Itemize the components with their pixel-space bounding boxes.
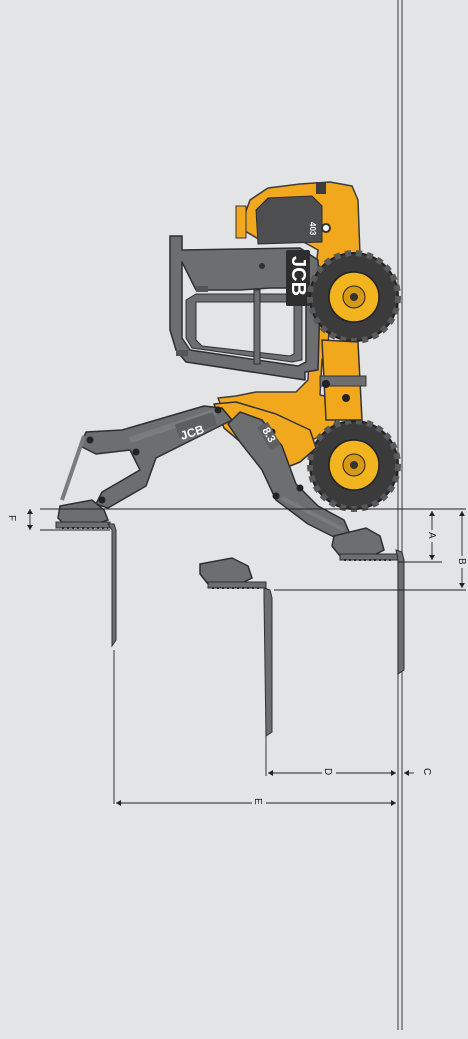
brand-logo: JCB bbox=[287, 256, 309, 296]
pivot-pin-1 bbox=[322, 380, 330, 388]
cab-hinge-top bbox=[196, 286, 208, 292]
boom-decal-plate bbox=[174, 412, 218, 438]
cab-mount-2 bbox=[316, 182, 326, 194]
cab-pillar bbox=[253, 289, 261, 365]
model-label: 403 bbox=[308, 222, 317, 236]
boom-pin-b bbox=[86, 436, 94, 444]
ground-line bbox=[397, 0, 403, 1030]
boom-pin-c bbox=[132, 448, 140, 456]
dim-label-f: F bbox=[6, 515, 17, 521]
dimension-arrows bbox=[27, 509, 465, 806]
articulation-pin bbox=[319, 375, 367, 387]
fork-carriage-raised bbox=[55, 499, 117, 648]
cab-hinge-bottom bbox=[176, 350, 188, 356]
fork-carriage-mid bbox=[199, 557, 273, 737]
cover-bolt bbox=[321, 223, 331, 233]
fork-carriage-lowered bbox=[331, 527, 405, 675]
door-handle bbox=[259, 263, 265, 269]
jcb-loader: 403 JCB bbox=[60, 181, 401, 539]
arm-decal-plate bbox=[257, 421, 281, 451]
lowered-pin-c bbox=[272, 492, 280, 500]
lowered-pin-b bbox=[296, 484, 304, 492]
lowered-cylinder bbox=[281, 496, 345, 532]
dim-label-a: A bbox=[426, 532, 437, 539]
cab-side-panel bbox=[255, 195, 323, 245]
front-wheel bbox=[307, 418, 401, 512]
pivot-pin-2 bbox=[342, 394, 350, 402]
brand-plate bbox=[286, 250, 310, 306]
cab-mount bbox=[235, 205, 247, 239]
boom-pin-a bbox=[214, 406, 222, 414]
rear-wheel bbox=[307, 250, 401, 344]
boom-pin-d bbox=[98, 496, 106, 504]
dim-label-d: D bbox=[322, 768, 333, 775]
dim-label-e: E bbox=[252, 798, 263, 805]
dim-label-b: B bbox=[456, 558, 467, 565]
tilt-cylinder bbox=[60, 435, 86, 501]
dim-label-c: C bbox=[421, 768, 432, 775]
